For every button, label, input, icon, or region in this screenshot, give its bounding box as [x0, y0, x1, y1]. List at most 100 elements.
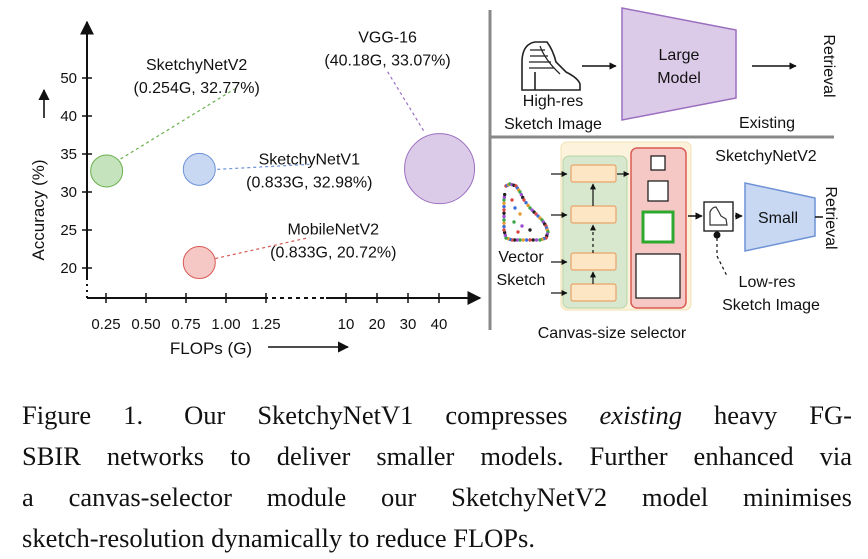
leader-line: [215, 236, 310, 260]
vector-point: [518, 238, 522, 242]
highres-label-2: Sketch Image: [504, 116, 602, 133]
vector-point: [503, 233, 508, 237]
vector-point: [502, 192, 507, 197]
existing-label: Existing: [739, 115, 795, 132]
vector-point: [526, 203, 530, 208]
x-tick-label: 1.00: [211, 316, 240, 333]
shoe-sketch-icon: [521, 41, 581, 91]
canvas-option-s: [647, 180, 669, 202]
x-tick-label: 40: [431, 316, 448, 333]
y-tick-label: 40: [60, 108, 77, 125]
vector-point: [522, 198, 526, 202]
vector-point: [502, 218, 506, 222]
y-tick-label: 20: [60, 260, 77, 277]
canvas-option-selected: [641, 210, 675, 244]
vector-point: [502, 208, 506, 212]
encoder-layer: [570, 205, 617, 224]
vector-point: [516, 230, 520, 234]
x-tick-label: 1.25: [251, 316, 280, 333]
encoder-layer: [570, 252, 617, 271]
caption-line-2: SBIR networks to deliver smaller models.…: [22, 441, 852, 471]
y-tick-label: 50: [60, 70, 77, 87]
x-tick-label: 0.50: [131, 316, 160, 333]
point-name: SketchyNetV1: [259, 151, 360, 168]
caption-line-3: a canvas-selector module our SketchyNetV…: [22, 482, 852, 512]
vector-point: [524, 201, 528, 205]
vector-label-2: Sketch: [497, 272, 546, 289]
bubble-vgg-16: [404, 133, 476, 205]
point-value: (0.833G, 32.98%): [246, 174, 372, 191]
vector-point: [513, 206, 517, 210]
point-value: (40.18G, 33.07%): [324, 53, 450, 70]
small-model-label: Small: [758, 210, 798, 227]
vector-point: [502, 224, 506, 229]
vector-point: [528, 228, 532, 232]
vector-point: [531, 238, 535, 242]
bubble-sketchynetv1: [182, 152, 216, 186]
lowres-shoe-icon: [709, 206, 728, 226]
point-name: MobileNetV2: [287, 222, 379, 239]
vector-point: [524, 238, 529, 242]
point-name: VGG-16: [358, 30, 417, 47]
large-model-label-1: Large: [659, 47, 700, 64]
sketchynetv2-label: SketchyNetV2: [715, 148, 816, 165]
point-value: (0.833G, 20.72%): [270, 245, 396, 262]
y-tick-label: 25: [60, 222, 77, 239]
vector-point: [502, 230, 507, 235]
vector-point: [502, 221, 506, 225]
leader-line: [120, 88, 235, 160]
vector-point: [520, 224, 524, 228]
x-tick-label: 0.75: [171, 316, 200, 333]
retrieval-label-top: Retrieval: [820, 34, 837, 97]
x-tick-label: 10: [338, 316, 355, 333]
vector-point: [512, 238, 517, 242]
highres-label-1: High-res: [523, 93, 583, 110]
lowres-label-2: Sketch Image: [722, 297, 820, 314]
lowres-label-1: Low-res: [739, 274, 796, 291]
sketchynetv2-pipeline: SketchyNetV2 Vector Sketch Canvas-size s…: [497, 141, 839, 342]
encoder-layer: [570, 164, 617, 183]
caption-emphasis: existing: [599, 400, 682, 430]
vector-point: [521, 238, 525, 242]
bubble-sketchynetv2: [90, 154, 124, 188]
vector-point: [502, 204, 506, 209]
vector-sketch-icon: [502, 182, 550, 242]
vector-point: [504, 236, 508, 240]
x-axis-title: FLOPs (G): [170, 339, 350, 358]
vector-point: [502, 201, 506, 205]
caption-line-4: sketch-resolution dynamically to reduce …: [22, 523, 535, 553]
y-tick-label: 30: [60, 184, 77, 201]
y-tick-label: 35: [60, 146, 77, 163]
figure-1: 20 25 30 35 40 50 0.25 0.50 0.75 1.00 1.25 10 20 30 4…: [29, 7, 839, 358]
caption-line-1: Figure 1. Our SketchyNetV1 compresses ex…: [22, 400, 852, 430]
small-model-block: [744, 182, 816, 252]
x-tick-label: 20: [369, 316, 386, 333]
vector-point: [502, 228, 506, 232]
vector-point: [510, 198, 514, 202]
vector-point: [518, 190, 522, 194]
x-ticks: 0.25 0.50 0.75 1.00 1.25 10 20 30 40: [91, 293, 447, 333]
canvas-option-xs: [650, 155, 666, 171]
lowres-sketch-box: [703, 201, 734, 232]
vector-point: [515, 238, 519, 242]
x-tick-label: 30: [400, 316, 417, 333]
x-tick-label: 0.25: [91, 316, 120, 333]
existing-pipeline: High-res Sketch Image Large Model Retrie…: [504, 7, 837, 133]
vector-point: [502, 214, 506, 219]
vector-point: [512, 220, 516, 224]
large-model-block: [621, 7, 737, 121]
vector-label-1: Vector: [498, 249, 544, 266]
encoder-layers: [570, 164, 630, 302]
canvas-option-l: [635, 253, 681, 299]
bubbles: SketchyNetV2(0.254G, 32.77%)SketchyNetV1…: [90, 30, 476, 280]
vector-point: [538, 238, 542, 242]
point-value: (0.254G, 32.77%): [133, 80, 259, 97]
caption-figure-number: Figure 1.: [22, 400, 144, 430]
vector-point: [502, 211, 506, 215]
encoder-layer: [570, 283, 617, 302]
vector-point: [534, 238, 539, 242]
figure-caption: Figure 1. Our SketchyNetV1 compresses ex…: [22, 395, 852, 559]
vector-point: [518, 212, 522, 216]
vector-point: [528, 238, 532, 242]
vector-point: [521, 195, 525, 200]
